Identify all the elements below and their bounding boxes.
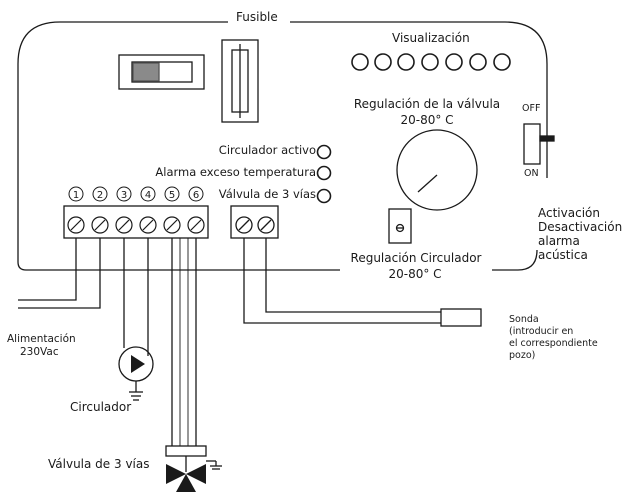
led-6 (469, 53, 487, 71)
label-valve-reg-title: Regulación de la válvula (353, 97, 501, 111)
enclosure-outline-right (290, 21, 548, 178)
led-4 (421, 53, 439, 71)
label-valvula-3-vias-led: Válvula de 3 vías (218, 187, 316, 201)
terminal-number-4: 4 (145, 190, 151, 201)
label-alimentacion: Alimentación (7, 333, 76, 345)
led-3 (397, 53, 415, 71)
label-fusible: Fusible (236, 10, 278, 24)
label-circ-reg-range: 20-80° C (388, 267, 442, 281)
label-activacion: Activación (538, 206, 600, 220)
terminal-number-1: 1 (73, 190, 79, 201)
probe-sensor (440, 308, 482, 327)
label-alarma-exceso: Alarma exceso temperatura (155, 165, 316, 179)
wire-sonda (243, 238, 441, 324)
terminal-number-2: 2 (97, 190, 103, 201)
led-valvula-3-vias (316, 188, 332, 204)
label-valvula-3-vias: Válvula de 3 vías (48, 457, 150, 471)
slide-switch-track (131, 61, 193, 83)
label-sonda-note-1: (introducir en (509, 326, 574, 337)
led-7 (493, 53, 511, 71)
led-2 (374, 53, 392, 71)
slide-switch-knob (132, 62, 160, 82)
label-visualizacion: Visualización (392, 31, 470, 45)
label-alarma: alarma (538, 234, 580, 248)
led-circulador-activo (316, 144, 332, 160)
led-5 (445, 53, 463, 71)
label-off: OFF (522, 103, 541, 114)
circulator-trimmer (388, 208, 412, 244)
led-1 (351, 53, 369, 71)
enclosure-outline (17, 21, 340, 271)
terminal-block-main (63, 205, 209, 239)
fuse-holder (221, 39, 259, 123)
valve-actuator (165, 445, 207, 457)
label-on: ON (524, 168, 539, 179)
label-circulador: Circulador (70, 400, 132, 414)
label-valve-reg-range: 20-80° C (400, 113, 454, 127)
terminal-number-6: 6 (193, 190, 199, 201)
label-sonda-note-3: pozo) (509, 350, 536, 361)
valve-dial-pointer (417, 174, 438, 193)
label-sonda: Sonda (509, 314, 539, 325)
enclosure-outline-bottom (492, 249, 538, 271)
slide-switch-frame (118, 54, 205, 90)
wire-alimentacion (18, 238, 77, 301)
led-alarma-exceso (316, 165, 332, 181)
terminal-number-3: 3 (121, 190, 127, 201)
terminal-block-probe (230, 205, 279, 239)
valve-dial (396, 129, 478, 211)
label-sonda-note-2: el correspondiente (509, 338, 598, 349)
valve-body (166, 464, 186, 484)
alarm-toggle (523, 123, 541, 165)
terminal-number-5: 5 (169, 190, 175, 201)
label-alimentacion-voltage: 230Vac (20, 346, 59, 358)
label-circulador-activo: Circulador activo (218, 143, 316, 157)
label-acustica: acústica (538, 248, 588, 262)
label-desactivacion: Desactivación (538, 220, 623, 234)
label-circ-reg-title: Regulación Circulador (350, 251, 482, 265)
